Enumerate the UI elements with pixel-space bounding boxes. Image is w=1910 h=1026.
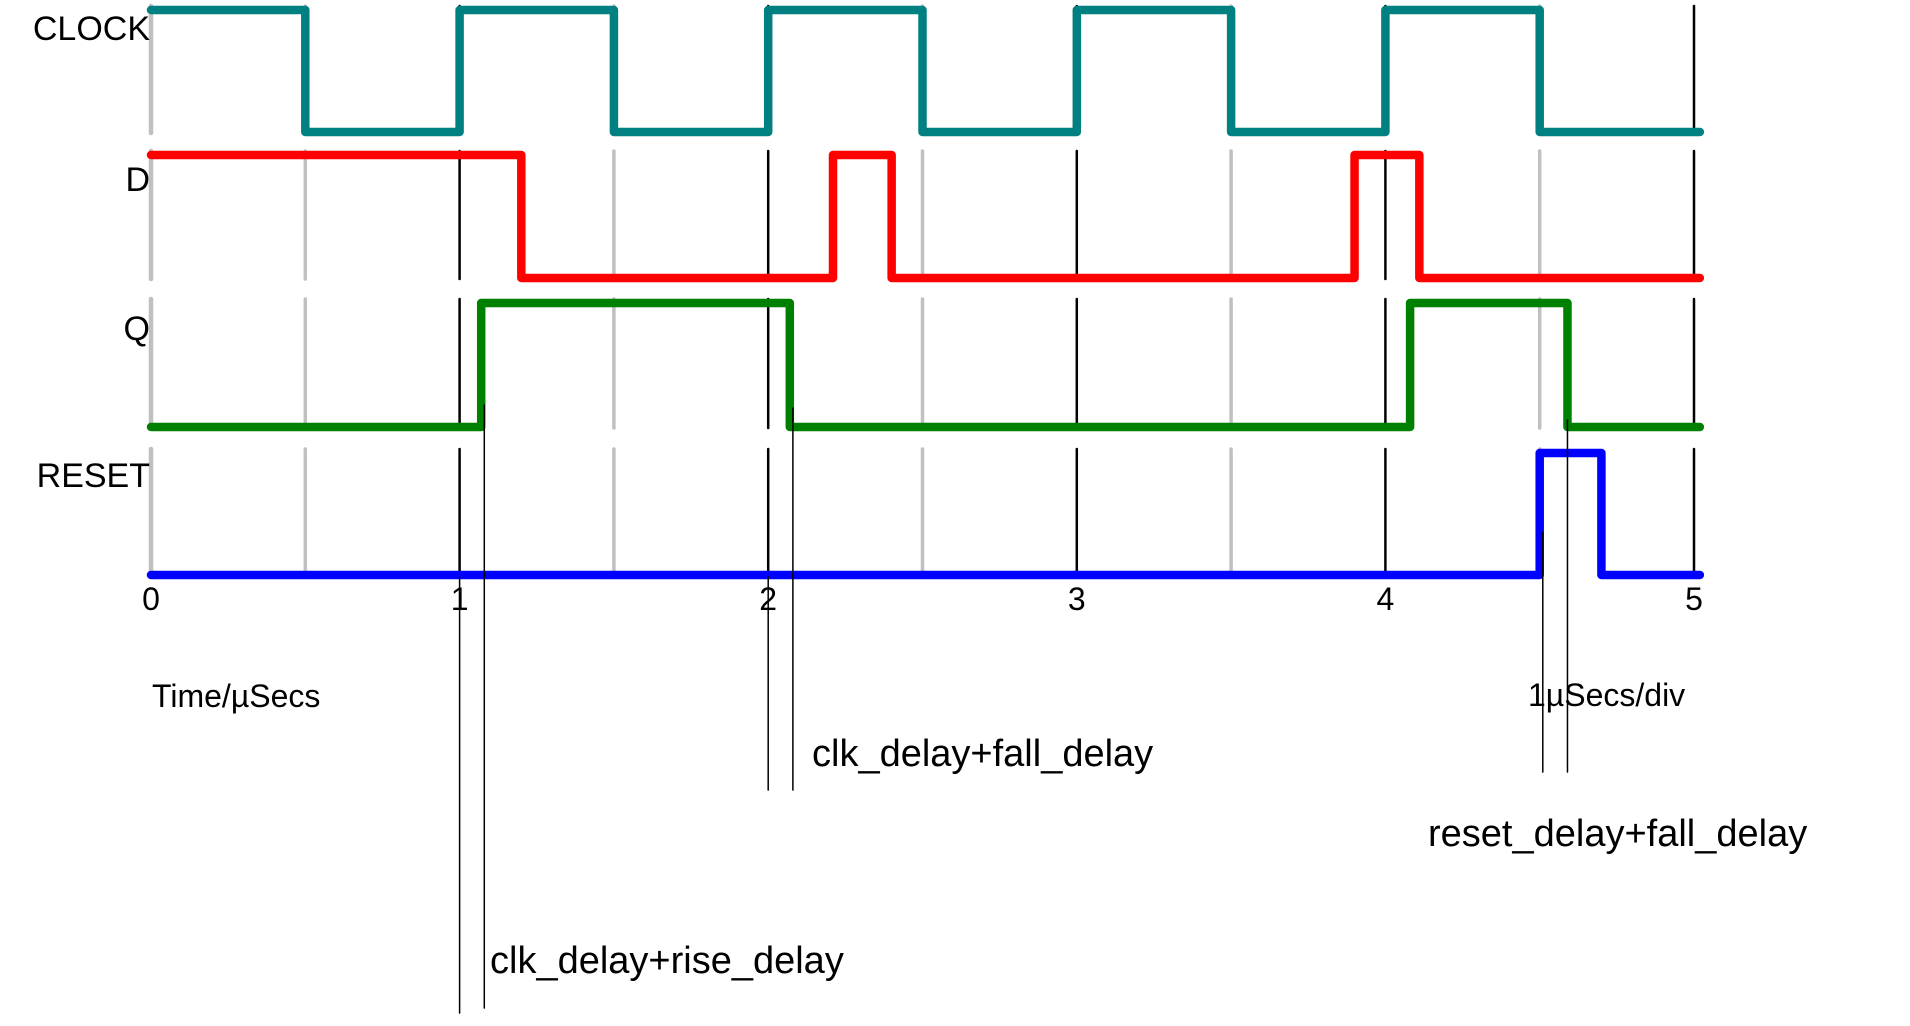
clock-trace	[146, 5, 1705, 137]
waveform-traces	[146, 5, 1705, 580]
x-tick-label: 4	[1377, 581, 1395, 617]
annotation-label: clk_delay+fall_delay	[812, 733, 1153, 775]
reset-trace	[146, 448, 1705, 580]
x-tick-label: 0	[142, 581, 160, 617]
signal-label-clock: CLOCK	[33, 10, 150, 48]
x-tick-label: 1	[451, 581, 469, 617]
annotation-label: reset_delay+fall_delay	[1428, 813, 1807, 855]
signal-label-q: Q	[124, 310, 150, 348]
x-axis-units-label: Time/µSecs	[152, 678, 320, 714]
q-trace	[146, 298, 1705, 432]
x-scale-label: 1µSecs/div	[1528, 677, 1685, 713]
annotation-label: clk_delay+rise_delay	[490, 940, 844, 982]
signal-label-d: D	[125, 161, 150, 199]
x-tick-label: 2	[759, 581, 777, 617]
x-tick-label: 3	[1068, 581, 1086, 617]
measurement-cursors	[458, 404, 1569, 1014]
d-trace	[146, 150, 1705, 283]
x-tick-label: 5	[1685, 581, 1703, 617]
signal-label-reset: RESET	[37, 457, 150, 495]
